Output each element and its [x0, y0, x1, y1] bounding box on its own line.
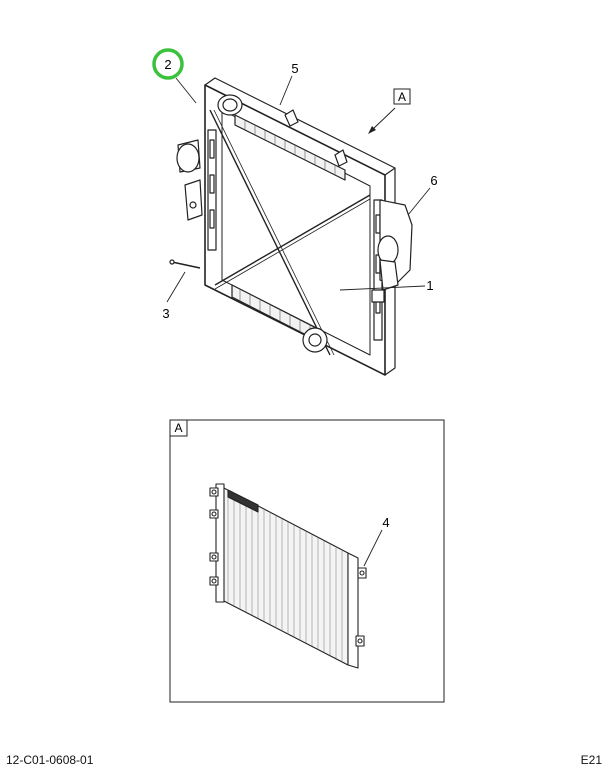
page-code: E21 [580, 753, 602, 767]
leader-lines [166, 75, 431, 303]
view-marker-box [393, 88, 411, 105]
callout-2: 2 [164, 57, 171, 72]
callout-6: 6 [430, 173, 437, 188]
cooling-module-assembly [169, 77, 413, 376]
ac-condenser [209, 483, 367, 669]
view-marker-label: A [398, 90, 406, 104]
detail-a-label-box [169, 419, 188, 437]
detail-a-label: A [174, 421, 182, 435]
callout-3: 3 [162, 306, 169, 321]
callout-4: 4 [382, 515, 389, 530]
callout-1: 1 [426, 278, 433, 293]
leader-line-4 [363, 529, 383, 567]
callout-5: 5 [291, 61, 298, 76]
view-direction-arrow [368, 107, 396, 134]
drawing-number: 12-C01-0608-01 [6, 753, 94, 767]
callout-highlight-ring [152, 48, 184, 80]
